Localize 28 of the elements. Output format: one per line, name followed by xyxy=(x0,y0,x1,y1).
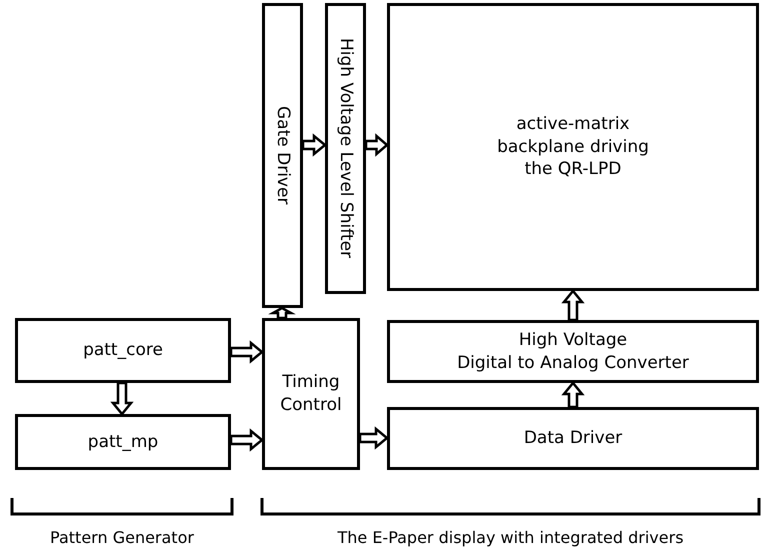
box-label: patt_core xyxy=(83,339,163,362)
box-label: Timing Control xyxy=(279,371,343,417)
process-box xyxy=(387,320,759,383)
box-label: Digital to Analog Converter xyxy=(457,352,689,374)
block-arrow xyxy=(230,428,264,452)
box-label: active-matrix backplane driving the QR-LPD xyxy=(496,112,650,182)
process-box xyxy=(387,407,759,470)
group-label: Pattern Generator xyxy=(49,527,195,549)
group-label: The E-Paper display with integrated drivers xyxy=(336,527,685,549)
box-label: Gate Driver xyxy=(272,106,294,205)
process-box xyxy=(387,3,759,291)
box-label: High Voltage xyxy=(518,328,628,352)
process-box xyxy=(15,318,231,383)
process-box xyxy=(262,318,360,470)
block-arrow xyxy=(364,133,389,157)
process-box xyxy=(15,414,231,470)
box-label: patt_mp xyxy=(88,430,158,454)
block-arrow xyxy=(358,426,389,450)
block-arrow xyxy=(561,289,585,322)
block-arrow xyxy=(230,340,264,364)
driver-block xyxy=(325,3,366,294)
block-arrow xyxy=(268,306,296,320)
driver-block xyxy=(262,3,303,308)
block-arrow xyxy=(561,381,585,408)
box-label: Data Driver xyxy=(524,427,622,450)
block-arrow xyxy=(302,133,327,157)
box-label: High Voltage Level Shifter xyxy=(334,38,357,258)
block-arrow xyxy=(110,382,134,416)
